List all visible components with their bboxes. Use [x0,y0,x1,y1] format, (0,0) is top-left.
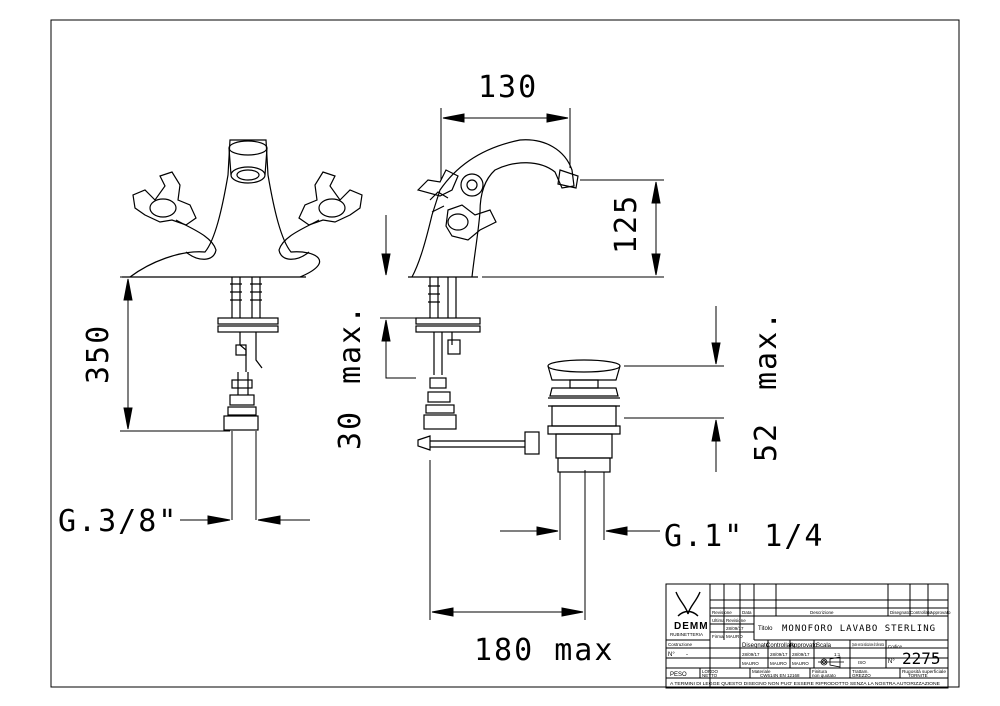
first-issue-date: 28/09/17 [726,626,744,631]
dim-spout-height: 125 [609,194,644,254]
treatment-label: Trattam. [852,669,869,674]
dim-mid-max: max. [333,304,368,384]
checked-label: Controllato [766,643,796,649]
tolerance-value: ISO [858,660,866,665]
drawing-code: 2275 [902,649,941,668]
title-label: Titolo [758,626,773,632]
dim-waste-height: 52 [749,422,784,462]
brand-name: DEMM [674,621,709,632]
checked-label-top: Controllato [910,610,932,615]
finish-label: Finitura [812,669,828,674]
pop-up-waste [547,359,621,473]
waste-dimensions [500,306,724,540]
title-block [665,583,949,689]
side-view [408,139,579,455]
code-no-label: N° [888,659,895,665]
construction-no-label: N° [668,652,675,658]
approved-date: 28/09/17 [792,652,810,657]
drawn-label-top: Disegnato [890,610,911,615]
drawn-by: MAURO [742,661,759,666]
side-view-dimensions [380,108,664,620]
drawn-label: Disegnato [742,643,770,649]
dim-thread-left: G.3/8" [58,504,178,539]
construction-label: Costruzione [668,642,693,647]
material-label: Materiale [752,669,771,674]
approved-by: MAURO [792,661,809,666]
surface-label: Rugosità superficiale [902,669,947,674]
gross-label: LORDO [702,669,719,674]
scale-value: 1:1 [834,652,841,657]
copyright-footer: A TERMINI DI LEGGE QUESTO DISEGNO NON PU… [670,681,940,686]
projection-symbol-icon [818,656,844,668]
front-view [122,139,363,431]
code-label: Codice [888,644,903,649]
material-value: CW614N EN 12168 [760,673,800,678]
revision-label: Revisione [712,610,732,615]
date-label: Data [742,610,752,615]
finish-value: non quotato [812,673,836,678]
brand-sub: RUBINETTERIA [670,632,703,637]
checked-by: MAURO [770,661,787,666]
drawn-date: 28/09/17 [742,652,760,657]
dim-thread-right: G.1" 1/4 [664,519,825,554]
treatment-value: GREZZO [852,673,871,678]
surface-value: TORNITE [908,673,928,678]
front-view-dimensions [120,276,310,525]
drawing-title: MONOFORO LAVABO STERLING [782,624,936,634]
dim-right-max: max. [749,310,784,390]
construction-no: - [686,652,688,658]
dim-left-height: 350 [81,324,116,384]
drawing-border [50,19,960,688]
demm-logo-icon [675,591,701,617]
scale-label: Scala [816,643,832,649]
approved-label: Approvato [790,643,818,649]
tolerance-note: Quote senza indicazione di tolleranza [852,642,884,647]
weight-label: PESO [670,672,687,678]
first-issue-name: MAURO [726,634,743,639]
first-issue-label: Ultima Revisione [712,618,746,623]
name-label: Firma [712,634,724,639]
dim-thickness: 30 [333,410,368,450]
net-label: NETTO [702,673,718,678]
checked-date: 28/09/17 [770,652,788,657]
approved-label-top: Approvato [930,610,951,615]
dim-bottom-width: 180 max [474,633,614,668]
dim-top-width: 130 [478,70,538,105]
description-label: Descrizione [810,610,834,615]
